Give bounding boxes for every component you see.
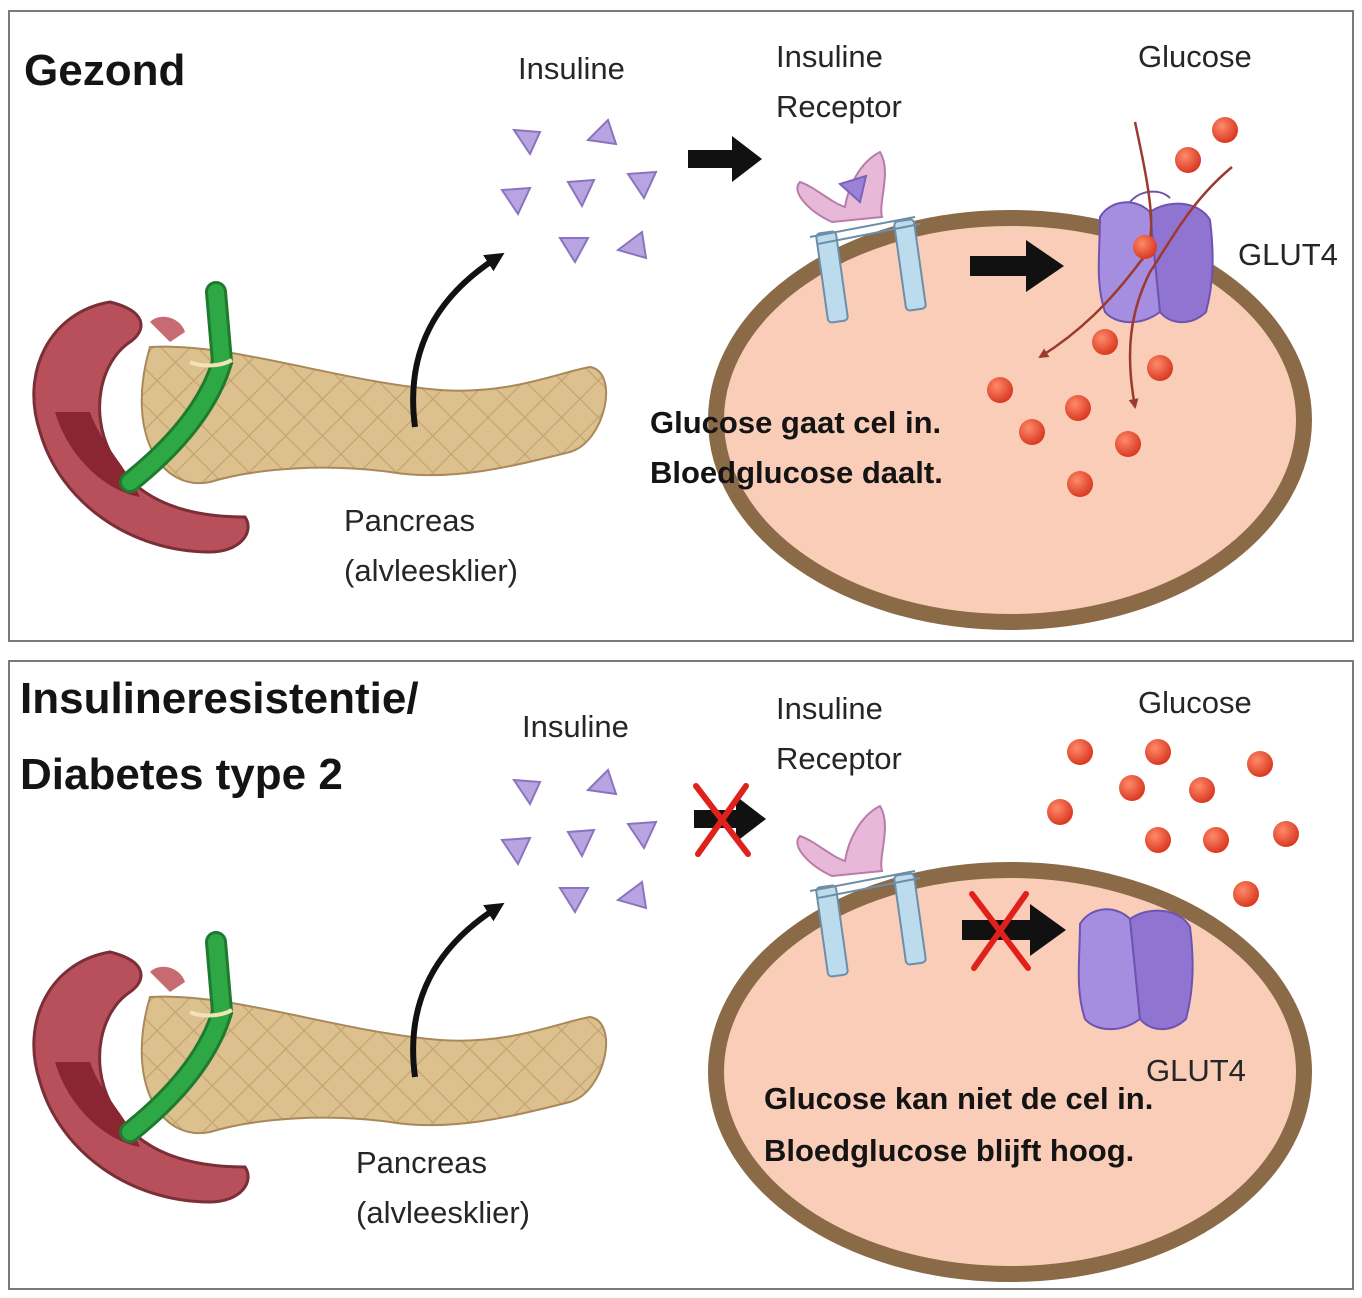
glucose-dot: [1115, 431, 1141, 457]
duodenum: [32, 300, 250, 554]
glut4-transporter: [1077, 908, 1194, 1031]
insulin-triangle: [512, 128, 542, 157]
blocked-arrow-signal: [962, 891, 1066, 971]
bile-duct: [119, 931, 234, 1143]
insulin-triangle: [615, 230, 648, 260]
insulin-triangle: [585, 118, 618, 146]
insulin-triangle: [585, 768, 618, 796]
block-cross-icon: [693, 783, 751, 857]
secretion-arrow: [410, 902, 505, 1078]
glucose-label: Glucose: [1138, 39, 1252, 74]
insulin-molecules: [500, 118, 658, 264]
caption-line-1: Glucose gaat cel in.: [650, 405, 942, 440]
glucose-dot: [1047, 799, 1073, 825]
glucose-dot: [987, 377, 1013, 403]
insulin-triangle: [558, 237, 590, 264]
glut4-label: GLUT4: [1238, 237, 1338, 272]
glucose-dot: [1119, 775, 1145, 801]
panel-healthy: Gezond Insuline Insuline Receptor Glucos…: [8, 10, 1354, 642]
insulin-receptor: [796, 150, 927, 324]
glucose-dot: [1067, 471, 1093, 497]
glucose-dot: [1247, 751, 1273, 777]
insulin-label: Insuline: [518, 51, 625, 86]
pancreas-label-line-2: (alvleesklier): [344, 553, 518, 588]
insulin-triangle: [500, 186, 532, 217]
duodenum: [32, 950, 250, 1204]
insulin-triangle: [626, 170, 658, 201]
block-cross-icon: [969, 891, 1031, 971]
pancreas: [140, 345, 607, 485]
glucose-dot: [1145, 739, 1171, 765]
glucose-molecules: [987, 117, 1238, 497]
receptor-label-line-1: Insuline: [776, 39, 883, 74]
glucose-dot: [1147, 355, 1173, 381]
glucose-dot: [1175, 147, 1201, 173]
receptor-label-line-2: Receptor: [776, 89, 902, 124]
glut4-label: GLUT4: [1146, 1053, 1246, 1088]
insulin-triangle: [500, 836, 532, 867]
insulin-triangle: [558, 887, 590, 914]
caption-line-2: Bloedglucose blijft hoog.: [764, 1133, 1135, 1168]
healthy-illustration: [32, 117, 1312, 630]
glucose-dot: [1019, 419, 1045, 445]
insulin-triangle: [566, 178, 596, 209]
pancreas: [140, 995, 607, 1135]
flow-arrow-insulin: [688, 136, 762, 182]
glucose-dot: [1145, 827, 1171, 853]
panel-title: Gezond: [24, 46, 186, 95]
insulin-triangle: [626, 820, 658, 851]
receptor-label-line-2: Receptor: [776, 741, 902, 776]
insulin-molecules: [500, 768, 658, 914]
blocked-arrow-insulin: [693, 783, 766, 857]
glucose-dot: [1092, 329, 1118, 355]
bile-duct: [119, 281, 234, 493]
pancreas-label-line-2: (alvleesklier): [356, 1195, 530, 1230]
glucose-dot: [1189, 777, 1215, 803]
glucose-dot: [1067, 739, 1093, 765]
resistance-illustration: [32, 739, 1312, 1282]
insulin-triangle: [512, 778, 542, 807]
panel-title-line-1: Insulineresistentie/: [20, 674, 419, 723]
glucose-dot: [1065, 395, 1091, 421]
secretion-arrow: [410, 252, 505, 428]
insulin-triangle: [615, 880, 648, 910]
panel-insulin-resistance: Insulineresistentie/ Diabetes type 2 Ins…: [8, 660, 1354, 1290]
cell: [708, 210, 1312, 630]
glucose-dot: [1203, 827, 1229, 853]
flow-arrow-signal: [970, 240, 1064, 292]
glut4-transporter: [1097, 190, 1214, 324]
insulin-receptor: [796, 804, 927, 978]
glucose-entry-arrows: [1038, 121, 1233, 409]
glucose-dot: [1273, 821, 1299, 847]
insulin-triangle: [566, 828, 596, 859]
insulin-label: Insuline: [522, 709, 629, 744]
glucose-dot: [1133, 235, 1157, 259]
glucose-dot: [1212, 117, 1238, 143]
caption-line-2: Bloedglucose daalt.: [650, 455, 943, 490]
panel-title-line-2: Diabetes type 2: [20, 750, 343, 799]
glucose-molecules: [1047, 739, 1299, 907]
receptor-label-line-1: Insuline: [776, 691, 883, 726]
pancreas-label-line-1: Pancreas: [356, 1145, 487, 1180]
glucose-label: Glucose: [1138, 685, 1252, 720]
pancreas-label-line-1: Pancreas: [344, 503, 475, 538]
glucose-dot: [1233, 881, 1259, 907]
caption-line-1: Glucose kan niet de cel in.: [764, 1081, 1154, 1116]
